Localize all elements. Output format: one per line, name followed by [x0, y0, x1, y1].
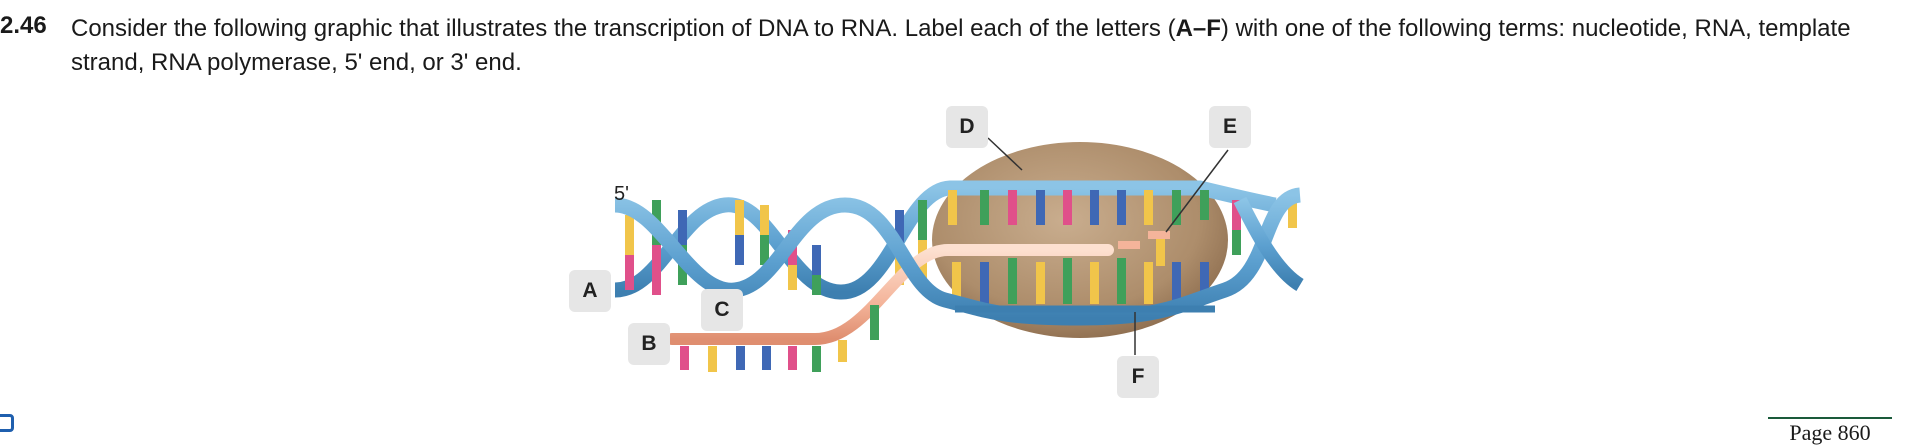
five-prime-label: 5' — [614, 183, 629, 205]
question-text-part1: Consider the following graphic that illu… — [71, 15, 1176, 42]
leader-e — [1165, 149, 1229, 233]
dna-backbone-right-tail — [1233, 196, 1304, 291]
rna-segment — [1118, 241, 1140, 249]
transcription-figure — [614, 137, 1304, 372]
page-number: Page 860 — [1768, 417, 1892, 447]
label-f: F — [1117, 356, 1159, 398]
label-b: B — [628, 323, 670, 365]
question-number: 2.46 — [0, 12, 47, 39]
label-d: D — [946, 106, 988, 148]
question-text: Consider the following graphic that illu… — [71, 12, 1871, 80]
base-pairs — [625, 190, 1297, 304]
label-c: C — [701, 289, 743, 331]
label-e: E — [1209, 106, 1251, 148]
bookmark-icon[interactable] — [0, 414, 14, 432]
label-a: A — [569, 270, 611, 312]
leader-d — [987, 137, 1023, 171]
rna-strand — [666, 244, 1114, 345]
rna-bases — [680, 305, 879, 372]
question-text-part2: ) with one of the following terms: nucle… — [71, 15, 1851, 76]
question-text-bold: A–F — [1175, 15, 1221, 42]
rna-nucleotide-sugar — [1148, 231, 1170, 239]
